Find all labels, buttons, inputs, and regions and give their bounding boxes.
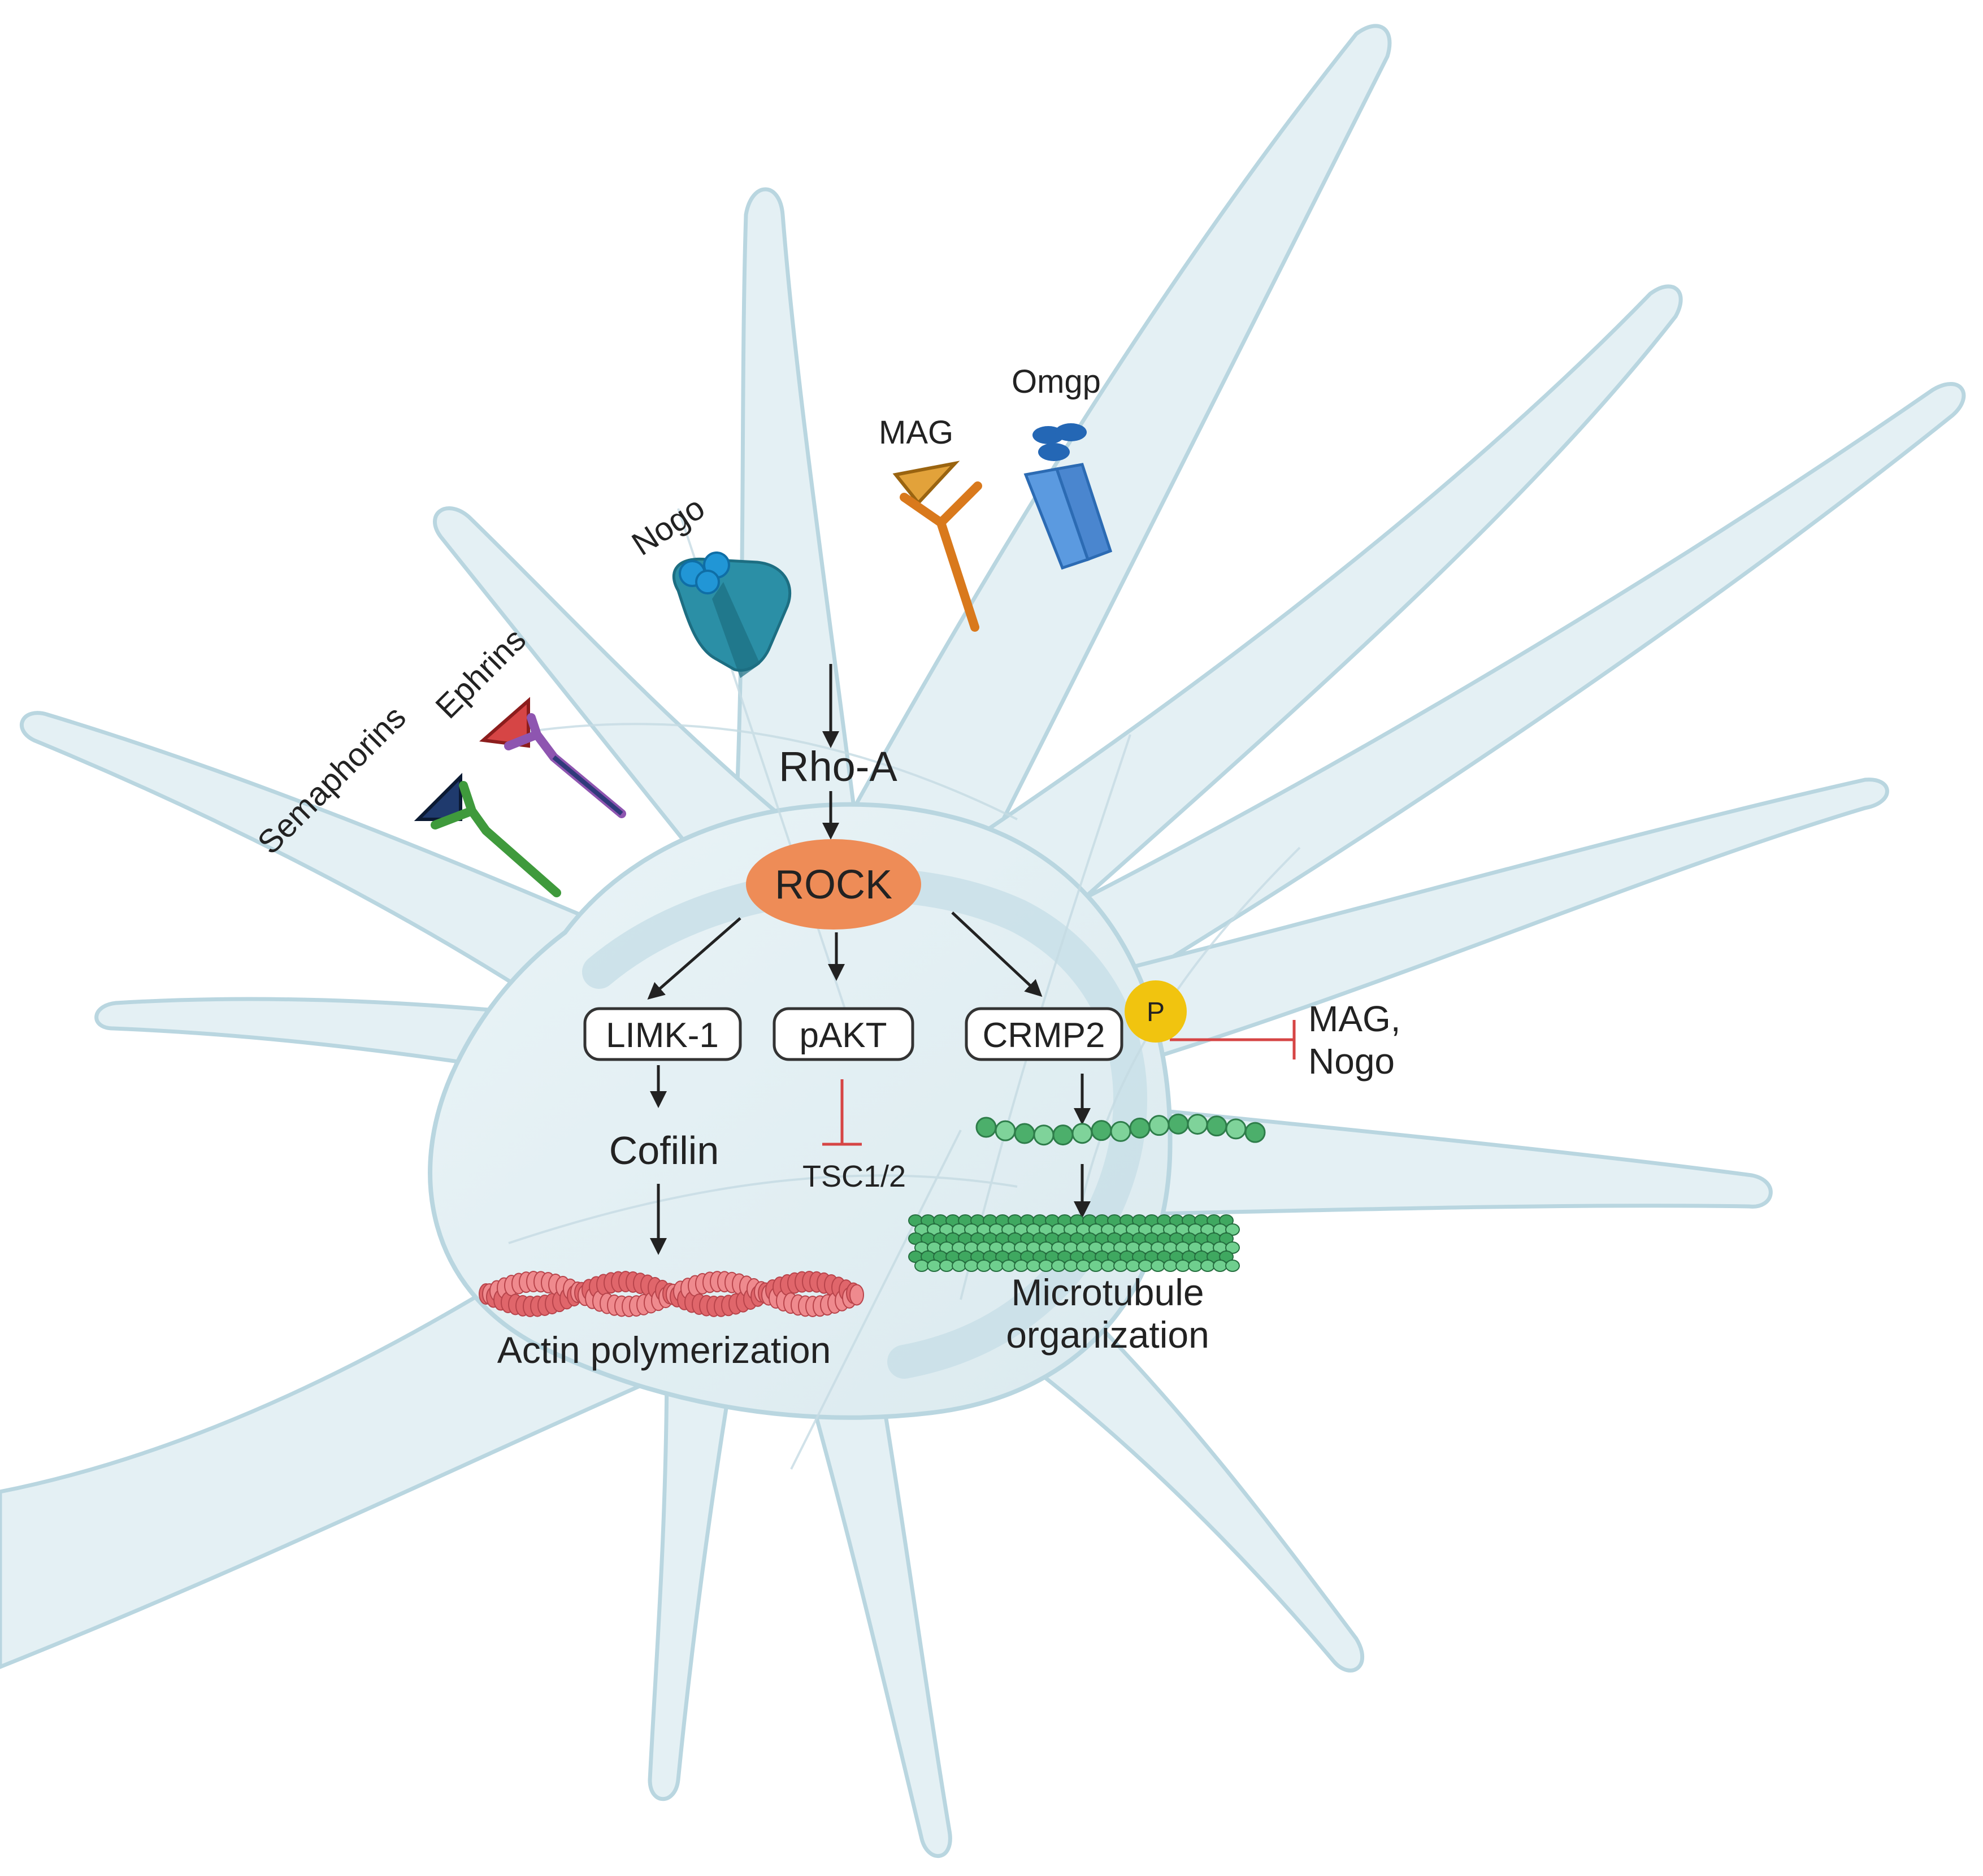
tubulin-dimer: [1225, 1118, 1247, 1140]
microtubule-subunit: [952, 1260, 966, 1272]
tubulin-dimer: [1071, 1123, 1093, 1144]
microtubule-label-line2: organization: [1006, 1314, 1209, 1356]
pakt-label: pAKT: [799, 1016, 887, 1055]
mag-receptor: [892, 461, 982, 632]
tubulin-dimer: [975, 1117, 997, 1138]
microtubule-subunit: [1225, 1241, 1240, 1254]
tubulin-dimer: [1206, 1115, 1227, 1137]
tsc-label: TSC1/2: [802, 1160, 906, 1193]
cofilin-label: Cofilin: [609, 1128, 719, 1172]
microtubule-subunit: [1188, 1260, 1203, 1272]
microtubule: [908, 1214, 1240, 1272]
microtubule-subunit: [964, 1260, 979, 1272]
inhibit-p-mag-nogo: [1170, 1020, 1296, 1059]
microtubule-subunit: [1219, 1250, 1234, 1263]
actin-label: Actin polymerization: [497, 1329, 831, 1371]
microtubule-subunit: [1219, 1232, 1234, 1245]
tubulin-dimer: [1052, 1124, 1074, 1146]
rock-node: [746, 839, 921, 930]
microtubule-subunit: [1051, 1260, 1066, 1272]
tubulin-dimer: [1091, 1120, 1112, 1141]
microtubule-subunit: [977, 1260, 991, 1272]
tubulin-dimer: [1110, 1121, 1131, 1142]
microtubule-subunit: [939, 1260, 954, 1272]
crmp2-box: [965, 1007, 1123, 1061]
tubulin-dimer: [1014, 1123, 1035, 1144]
dendrite-bottom: [800, 1354, 952, 1858]
tubulin-dimer: [1244, 1122, 1266, 1143]
rho-a-label: Rho-A: [779, 743, 897, 790]
tubulin-dimer: [1129, 1117, 1151, 1139]
tubulin-dimer: [1168, 1113, 1189, 1135]
microtubule-subunit: [1064, 1260, 1078, 1272]
dendrite-bottom-right: [1014, 1297, 1365, 1673]
phospho-label: P: [1147, 997, 1165, 1027]
dendrite-right-long: [1014, 382, 1966, 1020]
omgp-label: Omgp: [1012, 363, 1101, 400]
microtubule-label-line1: Microtubule: [1011, 1271, 1204, 1313]
arrow-rock-limk1: [647, 917, 741, 1000]
dendrite-bottom-left: [648, 1354, 737, 1801]
tubulin-dimer: [1148, 1115, 1170, 1136]
actin-filament: [479, 1271, 864, 1317]
microtubule-subunit: [1001, 1260, 1016, 1272]
microtubule-subunit: [1163, 1260, 1178, 1272]
pakt-box: [773, 1007, 914, 1061]
limk1-box: [583, 1007, 742, 1061]
tubulin-dimer: [1187, 1114, 1208, 1135]
microtubule-subunit: [989, 1260, 1004, 1272]
microtubule-subunit: [1039, 1260, 1053, 1272]
microtubule-subunit: [1151, 1260, 1165, 1272]
crmp2-label: CRMP2: [982, 1016, 1105, 1055]
inhibitor-label-line2: Nogo: [1308, 1041, 1395, 1082]
microtubule-subunit: [1126, 1260, 1140, 1272]
inhibit-pakt-tsc: [822, 1079, 862, 1146]
phospho-group: [1125, 980, 1187, 1043]
dendrite-left-lower: [94, 997, 569, 1076]
mag-label: MAG: [879, 414, 953, 451]
microtubule-subunit: [1088, 1260, 1103, 1272]
microtubule-subunit: [1175, 1260, 1190, 1272]
dendrites: [0, 24, 1966, 1858]
microtubule-subunit: [1219, 1214, 1234, 1227]
semaphorin-receptor: [414, 772, 561, 897]
ephrin-receptor: [479, 697, 626, 818]
dendrite-right-upper: [957, 284, 1683, 935]
omgp-receptor: [1023, 423, 1113, 570]
dendrite-upper-left: [433, 506, 823, 907]
nogo-receptor: [672, 551, 792, 678]
rock-label: ROCK: [775, 862, 892, 907]
tubulin-dimer: [1033, 1124, 1055, 1146]
arrow-rock-crmp2: [951, 911, 1043, 997]
dendrite-right-mid: [1042, 778, 1889, 1076]
microtubule-subunit: [1225, 1260, 1240, 1272]
nogo-label: Nogo: [626, 489, 711, 563]
microtubule-subunit: [1101, 1260, 1116, 1272]
tubulin-dimer: [995, 1120, 1016, 1141]
dendrite-left: [20, 711, 625, 1020]
microtubule-subunit: [1213, 1260, 1227, 1272]
microtubule-subunit: [914, 1260, 929, 1272]
microtubule-subunit: [1026, 1260, 1041, 1272]
microtubule-subunit: [1225, 1223, 1240, 1236]
microtubule-subunit: [1138, 1260, 1153, 1272]
microtubule-subunit: [1014, 1260, 1029, 1272]
microtubule-subunit: [927, 1260, 941, 1272]
actin-bead: [849, 1284, 864, 1306]
limk1-label: LIMK-1: [606, 1016, 719, 1055]
microtubule-subunit: [1200, 1260, 1215, 1272]
pathway-arrows: [647, 664, 1091, 1255]
microtubule-subunit: [1076, 1260, 1091, 1272]
microtubule-subunit: [1113, 1260, 1128, 1272]
tubulin-strand: [975, 1113, 1266, 1146]
inhibitor-label-line1: MAG,: [1308, 998, 1401, 1039]
dendrite-top-right: [845, 24, 1392, 884]
